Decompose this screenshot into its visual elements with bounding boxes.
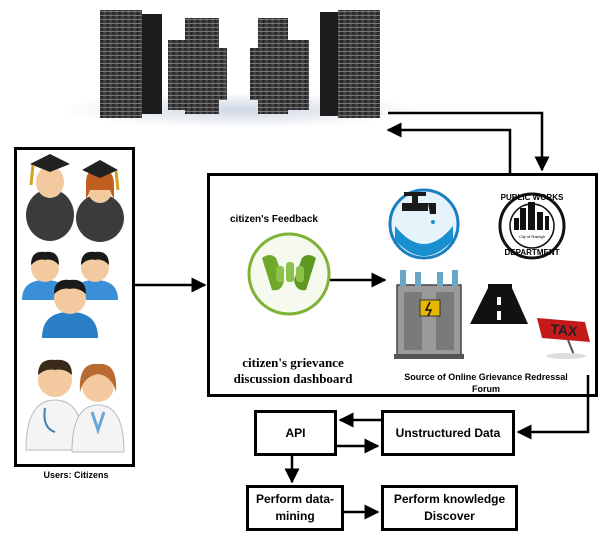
server-rack [142,14,162,114]
server-rack [100,10,142,118]
user-group-icon [22,251,118,338]
highway-icon [470,284,528,324]
knowledge-discover-label-line2: Discover [424,509,475,523]
data-mining-box [246,485,344,531]
knowledge-discover-label-line1: Perform knowledge [393,492,506,506]
doctors-icon [25,359,125,453]
users-caption: Users: Citizens [43,470,109,480]
data-mining-label-line2: mining [275,509,315,523]
public-works-logo [498,192,566,260]
feedback-label: citizen's Feedback [230,214,318,225]
tax-sign-icon [537,318,590,359]
server-rack [338,10,380,118]
api-box [254,410,337,456]
unstructured-data-box [381,410,515,456]
handshake-icon [247,232,331,316]
arrow-dashboard-to-unstructured [516,375,590,440]
arrow-servers-to-dashboard [388,111,550,172]
public-works-small-text: City of Raleigh [518,234,545,239]
dashboard-title-line2: discussion dashboard [233,371,353,386]
arrow-dashboard-to-servers [386,122,512,173]
api-label: API [285,426,306,440]
server-rack [185,18,219,114]
forum-label-line2: Forum [472,384,500,394]
unstructured-data-label: Unstructured Data [395,426,501,440]
data-mining-label-line1: Perform data- [255,492,335,506]
public-works-bottom-text: DEPARTMENT [504,248,560,257]
server-rack [258,18,288,114]
server-rack [287,40,309,110]
forum-label-line1: Source of Online Grievance Redressal [404,372,568,382]
knowledge-discover-box [381,485,518,531]
server-rack [320,12,338,116]
dashboard-title-line1: citizen's grievance [242,355,344,370]
public-works-top-text: PUBLIC WORKS [500,193,564,202]
transformer-icon [394,270,464,359]
water-tap-icon [388,188,460,260]
graduates-icon [26,154,124,242]
server-rack [168,40,190,110]
